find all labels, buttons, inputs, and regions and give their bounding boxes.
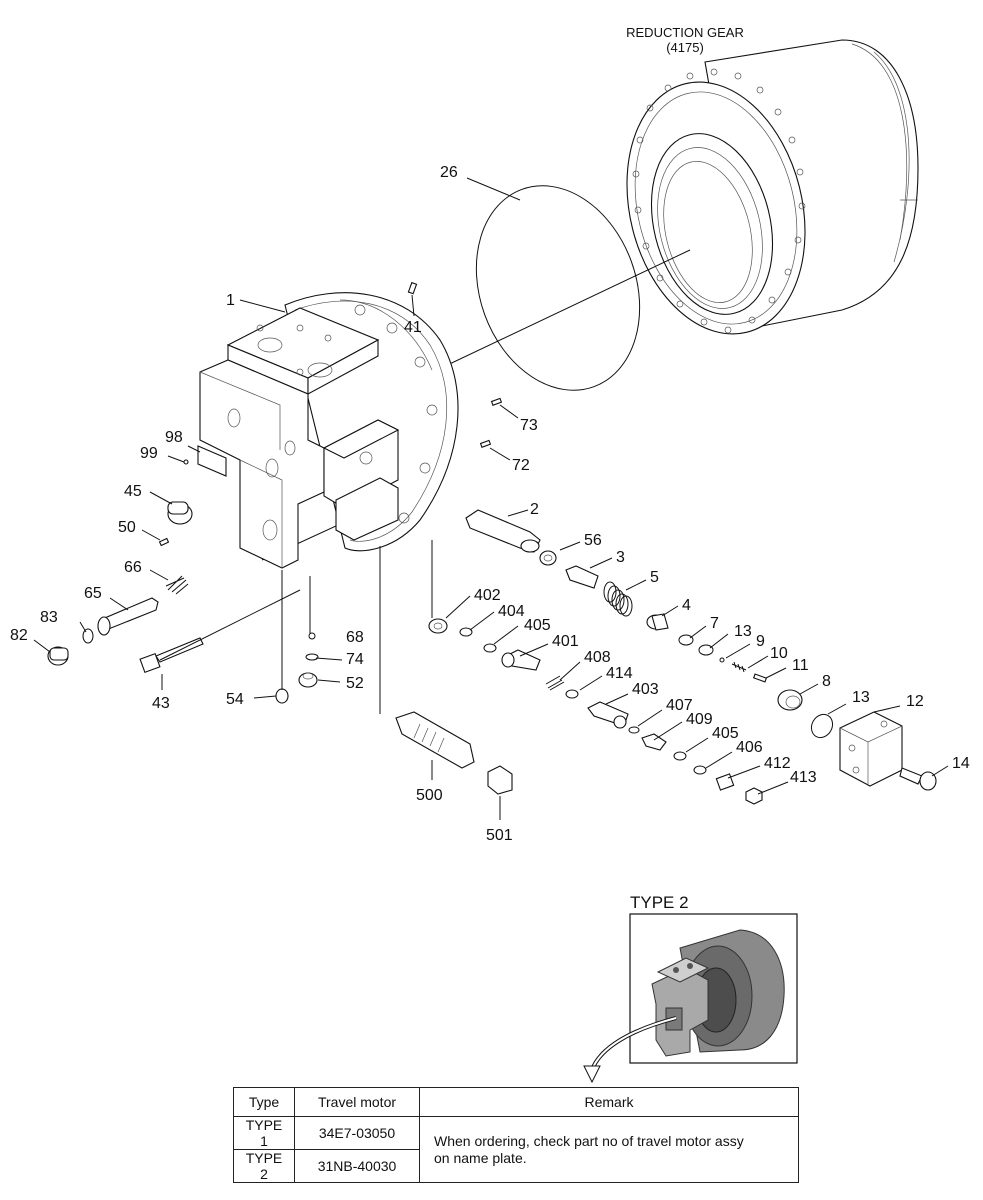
type2-title: TYPE 2 [630,893,689,912]
callout-13a: 13 [734,623,752,640]
header-type: Type [233,1087,295,1117]
callout-14: 14 [952,755,970,772]
reduction-gear-drawing [626,39,919,335]
callout-99: 99 [140,445,158,462]
callout-68: 68 [346,629,364,646]
callout-41: 41 [404,319,422,336]
callout-45: 45 [124,483,142,500]
callout-9: 9 [756,633,765,650]
callout-11: 11 [792,657,809,674]
callout-98: 98 [165,429,183,446]
row1-type: TYPE 1 [233,1116,295,1150]
remark-cell: When ordering, check part no of travel m… [419,1116,799,1183]
leader-lines [33,177,949,820]
callout-500: 500 [416,787,443,804]
table-row: TYPE 1 34E7-03050 When ordering, check p… [233,1116,799,1183]
callout-8: 8 [822,673,831,690]
callout-3: 3 [616,549,625,566]
callout-406: 406 [736,739,763,756]
callout-13b: 13 [852,689,870,706]
travel-motor-table: Type Travel motor Remark TYPE 1 34E7-030… [233,1087,799,1183]
reduction-gear-ref: (4175) [666,40,704,55]
header-remark: Remark [419,1087,799,1117]
small-parts [47,281,937,805]
callout-labels: 26 1 41 73 72 98 99 45 50 2 56 3 5 66 65… [10,164,970,844]
reduction-gear-title: REDUCTION GEAR [626,25,744,40]
callout-409: 409 [686,711,713,728]
callout-1: 1 [226,292,235,309]
callout-4: 4 [682,597,691,614]
callout-83: 83 [40,609,58,626]
o-ring-26 [475,185,641,391]
callout-403: 403 [632,681,659,698]
callout-408: 408 [584,649,611,666]
type2-inset [583,913,798,1084]
callout-65: 65 [84,585,102,602]
callout-412: 412 [764,755,791,772]
callout-26: 26 [440,164,458,181]
callout-401: 401 [552,633,579,650]
callout-82: 82 [10,627,28,644]
callout-50: 50 [118,519,136,536]
callout-56: 56 [584,532,602,549]
callout-10: 10 [770,645,788,662]
table-row: TYPE 2 31NB-40030 [233,1149,799,1183]
header-travel-motor: Travel motor [294,1087,420,1117]
callout-405b: 405 [712,725,739,742]
table-header-row: Type Travel motor Remark [233,1087,799,1117]
callout-405a: 405 [524,617,551,634]
callout-72: 72 [512,457,530,474]
callout-52: 52 [346,675,364,692]
callout-501: 501 [486,827,513,844]
callout-74: 74 [346,651,364,668]
callout-66: 66 [124,559,142,576]
callout-407: 407 [666,697,693,714]
callout-12: 12 [906,693,924,710]
callout-404: 404 [498,603,525,620]
callout-5: 5 [650,569,659,586]
callout-7: 7 [710,615,719,632]
row2-motor: 31NB-40030 [294,1149,420,1183]
row1-motor: 34E7-03050 [294,1116,420,1150]
callout-54: 54 [226,691,244,708]
row2-type: TYPE 2 [233,1149,295,1183]
callout-414: 414 [606,665,633,682]
callout-73: 73 [520,417,538,434]
remark-line1: When ordering, check part no of travel m… [434,1132,744,1149]
callout-413: 413 [790,769,817,786]
callout-43: 43 [152,695,170,712]
callout-2: 2 [530,501,539,518]
callout-402: 402 [474,587,501,604]
remark-line2: on name plate. [434,1149,527,1166]
motor-housing-drawing [199,292,459,569]
